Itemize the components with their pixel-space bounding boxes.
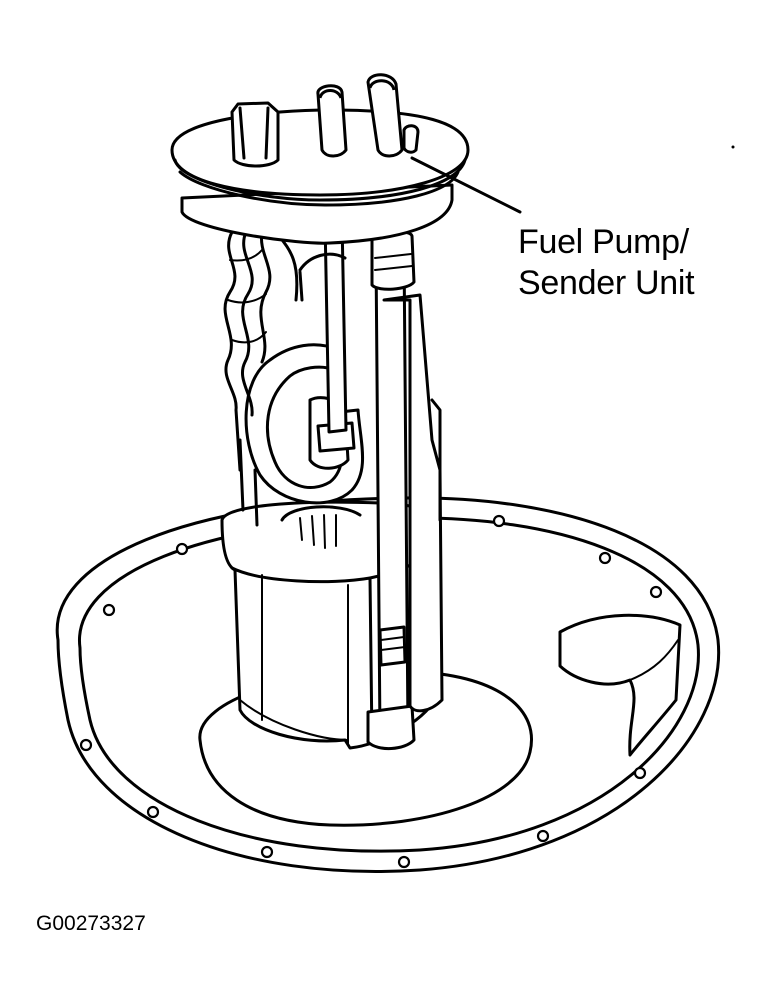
callout-line-1: Fuel Pump/ <box>518 223 689 261</box>
top-cap <box>170 73 470 245</box>
speck <box>731 145 735 149</box>
callout-label: Fuel Pump/ Sender Unit <box>518 222 695 304</box>
callout-leader-line <box>410 156 522 214</box>
callout-line-2: Sender Unit <box>518 264 695 302</box>
sender-rod <box>366 230 444 750</box>
figure-id: G00273327 <box>36 912 146 935</box>
